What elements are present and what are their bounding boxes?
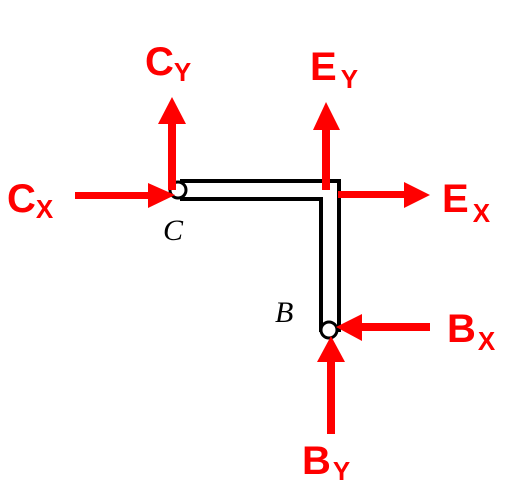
label-cy: CY bbox=[145, 40, 191, 87]
arrow-bx bbox=[336, 314, 430, 341]
arrow-by bbox=[317, 336, 345, 434]
arrow-cy bbox=[158, 97, 186, 190]
label-cx: CX bbox=[7, 177, 54, 224]
arrow-ey bbox=[313, 102, 340, 190]
member-cb bbox=[180, 179, 341, 332]
label-by: BY bbox=[302, 439, 350, 486]
pin-b bbox=[319, 320, 339, 340]
label-bx: BX bbox=[447, 307, 496, 356]
point-label-b: B bbox=[275, 296, 293, 329]
arrow-cx bbox=[75, 183, 175, 208]
point-label-c: C bbox=[163, 214, 184, 247]
arrow-ex bbox=[338, 182, 430, 208]
